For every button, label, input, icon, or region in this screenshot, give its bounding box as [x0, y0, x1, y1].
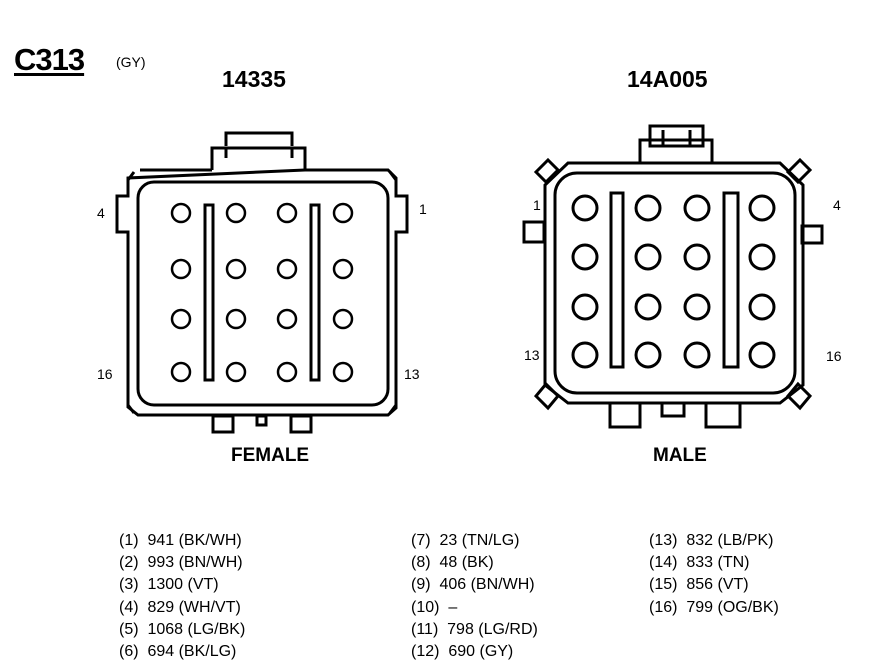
male-bottom-key	[660, 401, 686, 418]
connector-color: (GY)	[116, 54, 146, 70]
female-pin-label-top-right: 1	[419, 201, 427, 217]
pin-entry: (11) 798 (LG/RD)	[411, 620, 538, 638]
male-top-latch	[648, 124, 705, 148]
female-bottom-key	[255, 414, 268, 427]
pin-entry: (6) 694 (BK/LG)	[119, 643, 237, 661]
male-corner-ear	[785, 157, 813, 185]
female-top-latch	[224, 131, 294, 146]
male-pin-label-top-right: 4	[833, 197, 841, 213]
pin-entry: (10) –	[411, 598, 458, 616]
male-pin-label-bottom-right: 16	[826, 348, 842, 364]
male-bottom-tab	[608, 401, 642, 429]
connector-id: C313	[14, 42, 85, 77]
pin-entry: (3) 1300 (VT)	[119, 576, 219, 594]
pin-list-col2: (7) 23 (TN/LG) (8) 48 (BK) (9) 406 (BN/W…	[411, 530, 538, 663]
male-pin-label-top-left: 1	[533, 197, 541, 213]
female-bottom-tab	[289, 414, 313, 434]
male-pin-grid	[571, 194, 776, 369]
pin-entry: (7) 23 (TN/LG)	[411, 532, 520, 549]
male-outer-body	[543, 161, 805, 405]
female-top-latch-base	[210, 146, 307, 170]
female-label: FEMALE	[231, 445, 310, 466]
pin-entry: (16) 799 (OG/BK)	[649, 598, 779, 616]
pin-list-col3: (13) 832 (LB/PK) (14) 833 (TN) (15) 856 …	[649, 530, 779, 619]
male-side-tab	[522, 220, 546, 244]
female-connector	[115, 131, 409, 434]
pin-entry: (5) 1068 (LG/BK)	[119, 620, 246, 638]
male-corner-ear	[533, 157, 561, 185]
pin-entry: (1) 941 (BK/WH)	[119, 532, 242, 549]
male-pin-label-bottom-left: 13	[524, 347, 540, 363]
pin-entry: (12) 690 (GY)	[411, 643, 514, 661]
female-part-number: 14335	[222, 66, 286, 92]
pin-list-col1: (1) 941 (BK/WH) (2) 993 (BN/WH) (3) 1300…	[119, 530, 245, 663]
pin-entry: (2) 993 (BN/WH)	[119, 554, 243, 572]
male-side-tab	[800, 224, 824, 245]
pin-entry: (8) 48 (BK)	[411, 554, 494, 572]
male-label: MALE	[653, 445, 707, 466]
male-divider-bar	[609, 191, 625, 369]
pin-entry: (9) 406 (BN/WH)	[411, 576, 535, 594]
pin-entry: (15) 856 (VT)	[649, 576, 749, 594]
male-part-number: 14A005	[627, 66, 708, 92]
female-divider-bar	[309, 203, 321, 382]
female-divider-bar	[203, 203, 215, 382]
male-inner-body	[553, 171, 797, 395]
female-pin-label-bottom-left: 16	[97, 366, 113, 382]
female-pin-label-top-left: 4	[97, 205, 105, 221]
pin-entry: (14) 833 (TN)	[649, 554, 750, 572]
female-pin-grid	[170, 202, 354, 383]
male-connector	[522, 124, 824, 429]
male-corner-ear	[785, 381, 813, 411]
female-pin-label-bottom-right: 13	[404, 366, 420, 382]
female-outer-body	[115, 168, 409, 417]
pin-entry: (4) 829 (WH/VT)	[119, 598, 241, 616]
male-divider-bar	[722, 191, 740, 369]
male-top-latch-base	[638, 138, 714, 163]
male-bottom-tab	[704, 401, 742, 429]
female-bottom-tab	[211, 414, 235, 434]
pin-entry: (13) 832 (LB/PK)	[649, 532, 774, 549]
female-inner-body	[136, 180, 390, 407]
